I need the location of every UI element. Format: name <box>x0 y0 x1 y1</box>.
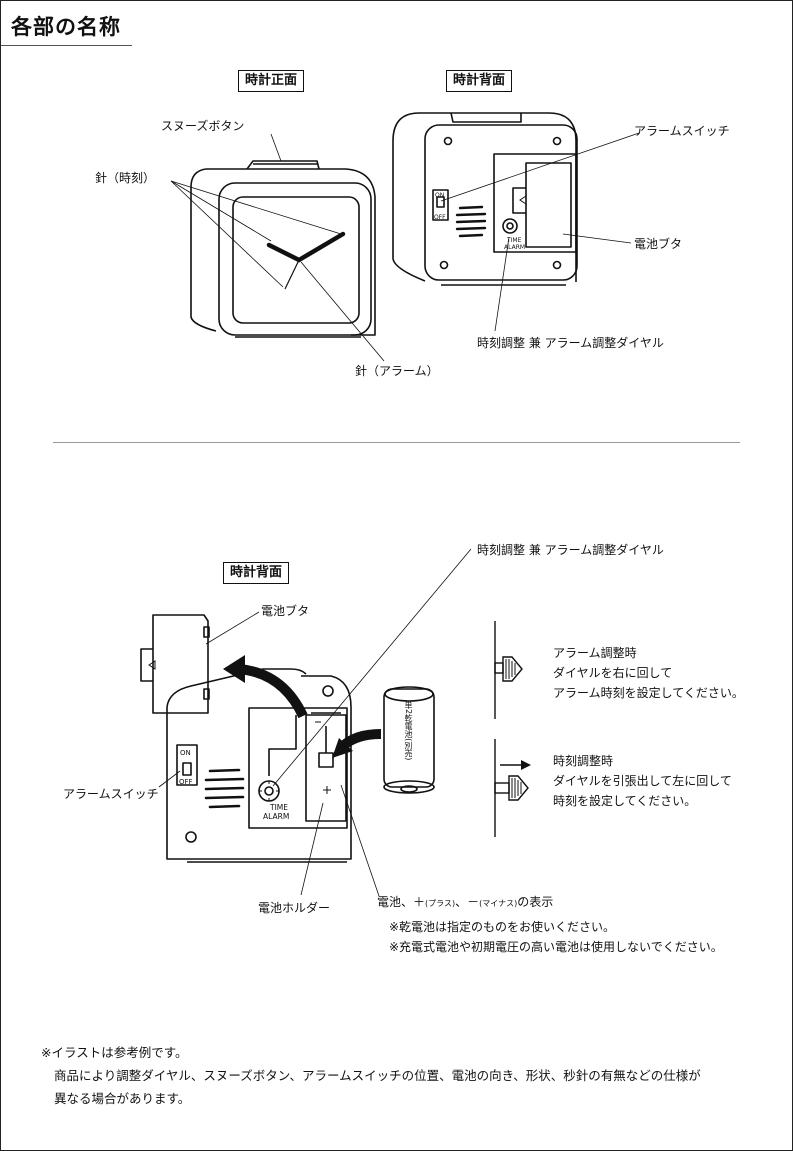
battery-note-2: ※充電式電池や初期電圧の高い電池は使用しないでください。 <box>389 940 723 954</box>
footnote-line-2: 商品により調整ダイヤル、スヌーズボタン、アラームスイッチの位置、電池の向き、形状… <box>54 1068 701 1083</box>
page-title: 各部の名称 <box>11 15 121 39</box>
battery-cover-label-2: 電池ブタ <box>261 604 310 618</box>
hour-minute-hands-label: 針（時刻） <box>95 171 156 185</box>
alarm-setting-text: アラーム調整時 ダイヤルを右に回して アラーム時刻を設定してください。 <box>553 643 744 703</box>
footnote-line-1: ※イラストは参考例です。 <box>41 1045 188 1060</box>
top-leader-lines <box>170 132 640 362</box>
front-view-label: 時計正面 <box>238 70 305 92</box>
battery-cover-label: 電池ブタ <box>634 237 683 251</box>
plus-reading: (プラス) <box>425 899 456 908</box>
polarity-label: 電池、＋(プラス)、－(マイナス)の表示 <box>377 895 553 911</box>
switch-on-text-2: ON <box>180 749 191 757</box>
battery-holder-label: 電池ホルダー <box>258 901 331 915</box>
dial-alarm-text: ALARM <box>504 244 526 251</box>
adjust-dial-label-2: 時刻調整 兼 アラーム調整ダイヤル <box>477 543 664 557</box>
dial-time-text-2: TIME <box>270 803 289 812</box>
polarity-lead: 電池、＋ <box>377 895 426 909</box>
battery-note-1: ※乾電池は指定のものをお使いください。 <box>389 920 616 934</box>
bottom-leader-lines <box>158 548 472 897</box>
alarm-switch-label-2: アラームスイッチ <box>63 787 159 801</box>
insert-battery-arrow <box>332 729 382 758</box>
top-illustrations <box>170 112 640 362</box>
time-setting-title: 時刻調整時 <box>553 754 614 768</box>
minus-reading: (マイナス) <box>479 899 518 908</box>
switch-off-text-2: OFF <box>179 778 193 786</box>
switch-off-text: OFF <box>434 214 446 221</box>
back-view-label: 時計背面 <box>446 70 513 92</box>
polarity-marks <box>315 721 331 794</box>
polarity-mid: 、－ <box>455 895 480 909</box>
alarm-switch-label: アラームスイッチ <box>634 124 730 138</box>
polarity-tail: の表示 <box>517 895 554 909</box>
alarm-setting-line-2: アラーム時刻を設定してください。 <box>553 686 744 700</box>
time-setting-line-2: 時刻を設定してください。 <box>553 794 697 808</box>
footnote-line-3: 異なる場合があります。 <box>54 1091 191 1106</box>
title-underline <box>1 45 132 46</box>
remove-cover-arrow <box>223 655 308 719</box>
battery-type-text: 単2乾電池(別売) <box>404 701 413 761</box>
dial-detail-alarm <box>494 621 523 719</box>
snooze-button-label: スヌーズボタン <box>161 119 245 133</box>
back-clock-illustration <box>392 112 578 286</box>
time-setting-line-1: ダイヤルを引張出して左に回して <box>553 774 732 788</box>
front-clock-illustration <box>190 160 376 338</box>
adjust-dial-label: 時刻調整 兼 アラーム調整ダイヤル <box>477 336 664 350</box>
dial-time-text: TIME <box>507 237 522 244</box>
alarm-hand-label: 針（アラーム） <box>355 364 439 378</box>
alarm-setting-title: アラーム調整時 <box>553 646 637 660</box>
dial-detail-time <box>494 739 529 837</box>
switch-on-text: ON <box>435 192 445 199</box>
back-view-label-2: 時計背面 <box>223 562 290 584</box>
section-divider <box>53 442 740 443</box>
dial-alarm-text-2: ALARM <box>263 812 290 821</box>
time-setting-text: 時刻調整時 ダイヤルを引張出して左に回して 時刻を設定してください。 <box>553 751 732 811</box>
alarm-setting-line-1: ダイヤルを右に回して <box>553 666 673 680</box>
